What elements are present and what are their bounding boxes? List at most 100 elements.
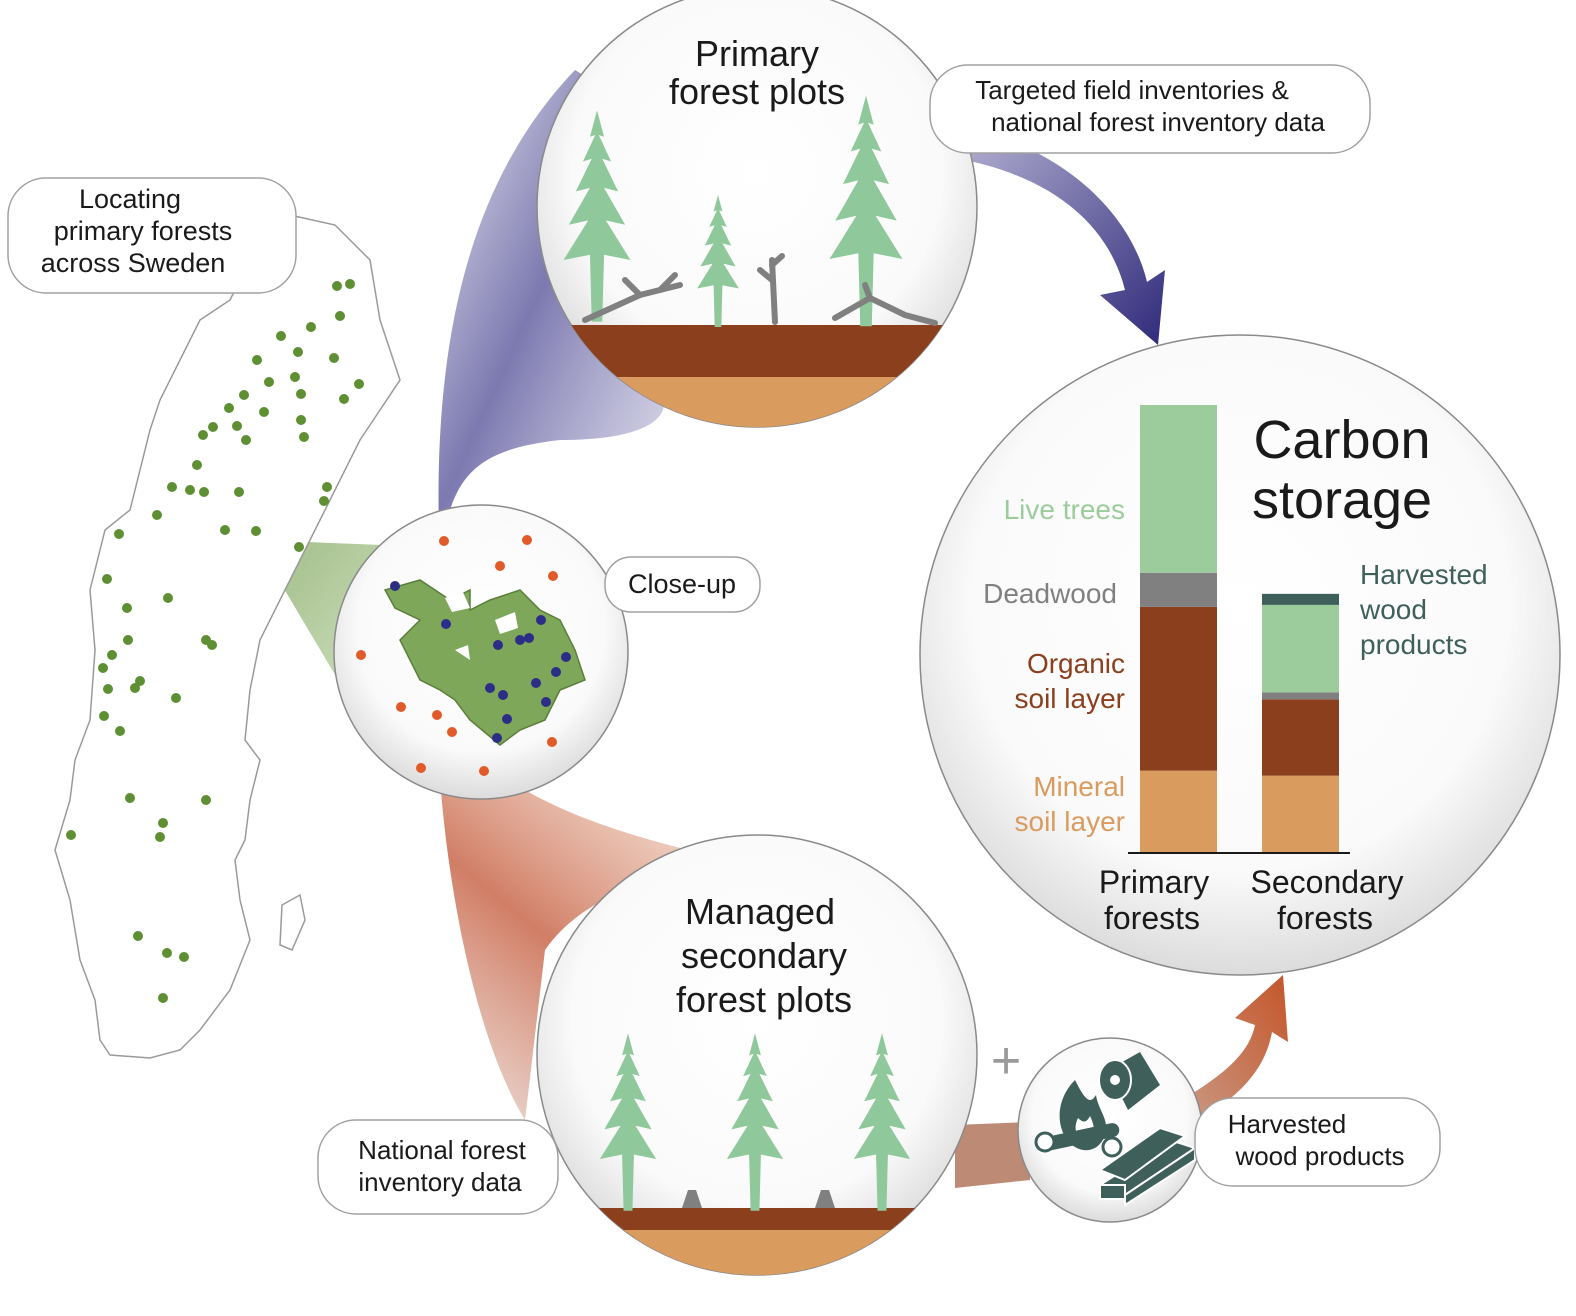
series-label-harvested-wood-line-2: wood [1359,594,1427,625]
wood-products-line-1: Harvested [1228,1109,1347,1139]
closeup-clearing-1 [445,590,470,612]
series-label-organic-soil-line-2: soil layer [1015,683,1125,714]
secondary-forest-circle: Managed secondary forest plots [536,834,978,1276]
inventory-plot-dot [356,650,366,660]
inventory-plot-dot [447,727,457,737]
map-dot [107,650,117,660]
map-dot [339,394,349,404]
primary-plot-dot [390,581,400,591]
map-dot [296,415,306,425]
category-label-0-line-2: forests [1104,900,1200,936]
map-title-line-2: primary forests [54,216,233,246]
inventory-plot-dot [479,766,489,776]
series-label-harvested-wood-line-3: products [1360,629,1467,660]
map-dot [208,422,218,432]
series-label-live-trees-line-1: Live trees [1004,494,1125,525]
series-label-harvested-wood-line-1: Harvested [1360,559,1488,590]
primary-title-line-1: Primary [695,33,819,74]
category-label-1-line-2: forests [1277,900,1373,936]
closeup-clearing-3 [455,645,470,660]
map-title-line-3: across Sweden [41,248,226,278]
map-dot [241,435,251,445]
map-dot [220,525,230,535]
map-dot [133,931,143,941]
primary-plot-dot [541,697,551,707]
bar-segment-harvested-wood-products-secondary [1262,593,1339,605]
map-dot [135,676,145,686]
map-title-callout: Locating primary forests across Sweden [7,177,297,294]
map-dot [162,948,172,958]
map-dot [130,683,140,693]
inventory-plot-dot [495,561,505,571]
closeup-to-primary-funnel [438,70,665,560]
map-dot [335,311,345,321]
sweden-outline [54,214,401,1059]
inventory-plot-dot [439,536,449,546]
map-dot [171,693,181,703]
closeup-plot-dots [356,535,571,776]
map-dot [293,347,303,357]
bar-segment-live-trees-primary [1140,405,1217,573]
secondary-stump-1 [682,1190,702,1208]
map-dot [103,684,113,694]
primary-plot-dot [498,690,508,700]
primary-source-line-1: Targeted field inventories & [975,75,1289,105]
primary-source-line-2: national forest inventory data [991,107,1325,137]
map-dot [207,640,217,650]
map-dot [306,322,316,332]
map-dot [290,372,300,382]
secondary-source-line-2: inventory data [358,1167,522,1197]
map-dot [199,487,209,497]
inventory-plot-dot [548,571,558,581]
inventory-plot-dot [396,702,406,712]
map-dot [329,353,339,363]
closeup-clearing-2 [495,612,518,634]
map-dot [66,830,76,840]
map-dot [276,331,286,341]
primary-plot-dot [515,635,525,645]
map-dot [354,379,364,389]
wood-products-circle [1017,1037,1203,1223]
secondary-source-line-1: National forest [358,1135,526,1165]
map-dot [294,542,304,552]
primary-plot-dot [524,633,534,643]
map-dot [234,487,244,497]
map-dot [296,389,306,399]
sweden-map [54,214,401,1059]
inventory-plot-dot [522,535,532,545]
bar-segment-organic-soil-layer-secondary [1262,699,1339,776]
closeup-label: Close-up [628,569,736,599]
fire-icon [1034,1080,1123,1158]
map-dot [192,460,202,470]
map-dot [185,485,195,495]
map-dot [201,795,211,805]
map-dot [251,526,261,536]
inventory-plot-dot [432,710,442,720]
closeup-circle [333,504,629,800]
secondary-source-callout: National forest inventory data [317,1119,559,1215]
map-dot [125,793,135,803]
map-dot [155,832,165,842]
map-dot [198,430,208,440]
primary-plot-dot [441,619,451,629]
map-dot [158,818,168,828]
map-dot [319,496,329,506]
map-dot [332,281,342,291]
secondary-stump-2 [815,1190,835,1208]
primary-title-line-2: forest plots [669,71,845,112]
plus-sign: + [991,1032,1021,1090]
products-to-carbon-arrow [1190,975,1288,1120]
bar-segment-mineral-soil-layer-primary [1140,770,1217,853]
closeup-callout: Close-up [604,556,761,613]
map-dot [252,355,262,365]
map-dot [224,403,234,413]
map-dot [322,482,332,492]
map-dot [122,603,132,613]
map-primary-forest-dots [66,279,364,1003]
bar-segment-organic-soil-layer-primary [1140,606,1217,771]
secondary-title-line-2: secondary [681,935,847,976]
map-dot [259,407,269,417]
